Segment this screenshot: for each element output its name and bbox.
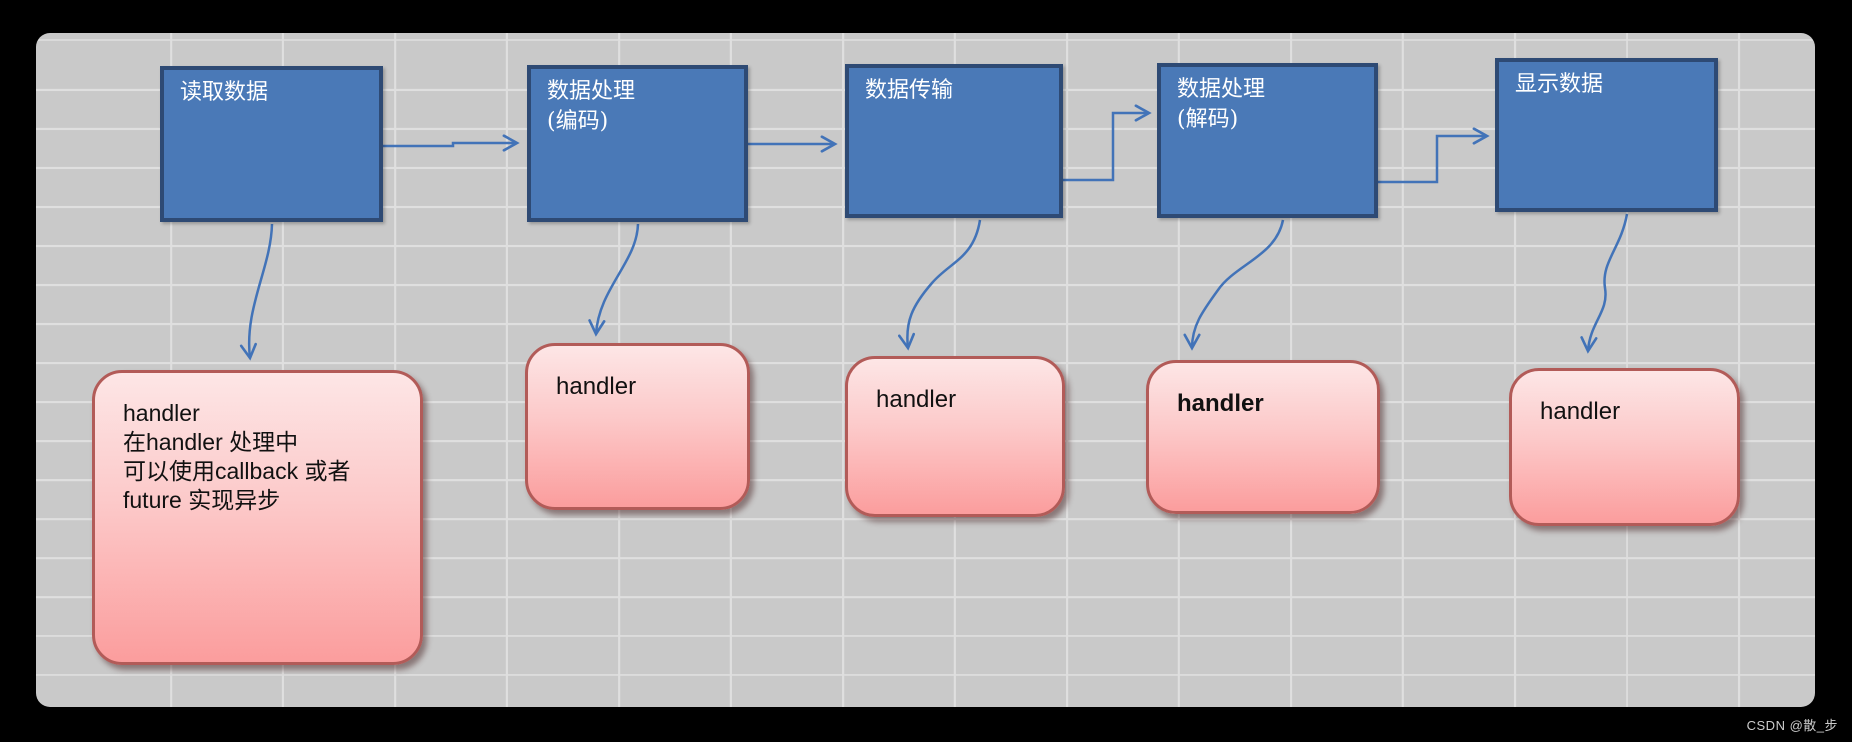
watermark: CSDN @散_步 bbox=[1746, 718, 1838, 733]
handler-note-encode: handler bbox=[525, 343, 750, 510]
handler-note-transfer: handler bbox=[845, 356, 1065, 517]
process-box-decode: 数据处理 (解码) bbox=[1157, 63, 1378, 218]
handler-note-decode: handler bbox=[1146, 360, 1380, 514]
process-box-display: 显示数据 bbox=[1495, 58, 1718, 212]
process-box-encode: 数据处理 (编码) bbox=[527, 65, 748, 222]
process-box-read-data: 读取数据 bbox=[160, 66, 383, 222]
process-box-transfer: 数据传输 bbox=[845, 64, 1063, 218]
handler-note-read: handler 在handler 处理中 可以使用callback 或者 fut… bbox=[92, 370, 423, 665]
handler-note-display: handler bbox=[1509, 368, 1740, 526]
